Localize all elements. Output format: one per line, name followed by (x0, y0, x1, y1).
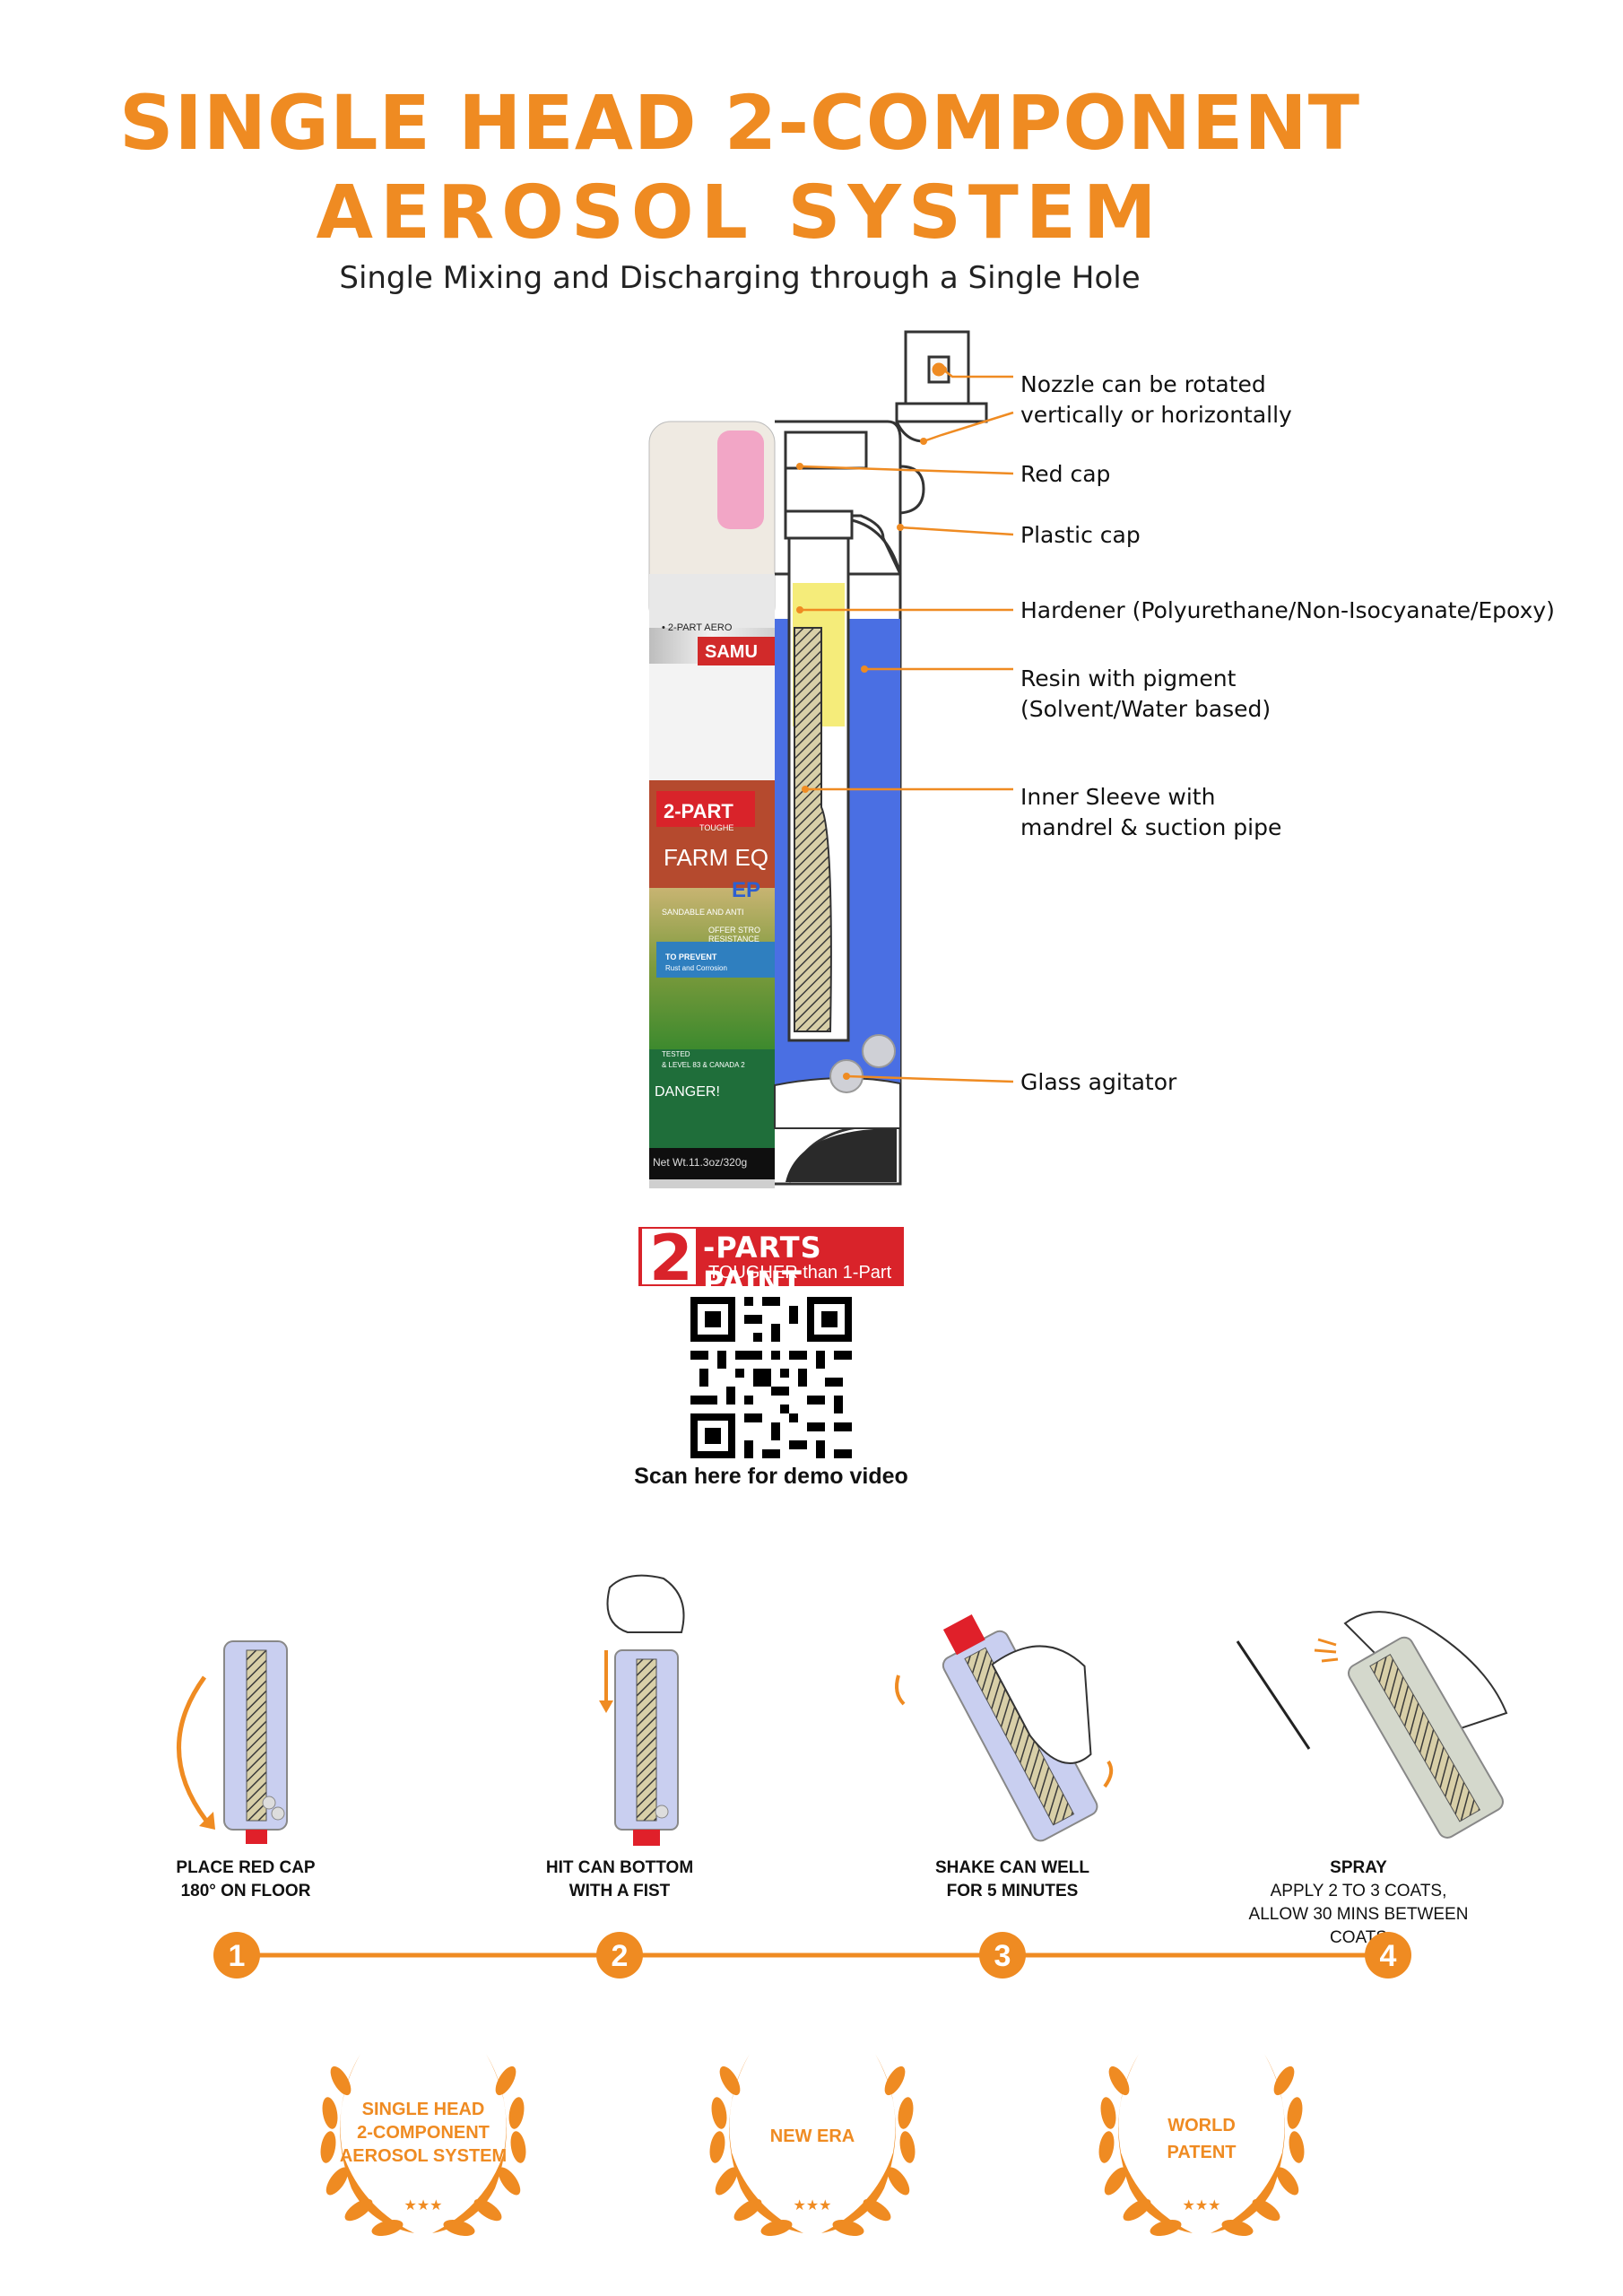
step-text: WITH A FIST (568, 1882, 671, 1900)
svg-text:NEW ERA: NEW ERA (770, 2126, 855, 2146)
svg-text:★★★: ★★★ (1182, 2198, 1220, 2213)
label-line5: Rust and Corrosion (665, 964, 727, 972)
step4-label: SPRAY APPLY 2 TO 3 COATS, ALLOW 30 MINS … (1224, 1857, 1493, 1950)
step-text: APPLY 2 TO 3 COATS, (1270, 1882, 1447, 1900)
step3-illustration (942, 1614, 1098, 1842)
badge-subtitle: TOUGHER than 1-Part (708, 1263, 892, 1283)
step-text: PLACE RED CAP (176, 1858, 316, 1877)
step-text: SHAKE CAN WELL (934, 1858, 1090, 1877)
callout-hardener: Hardener (Polyurethane/Non-Isocyanate/Ep… (1020, 597, 1555, 623)
page-title-line2: AEROSOL SYSTEM (316, 170, 1164, 256)
steps-illustrations (177, 1574, 1508, 1846)
step1-number: 1 (213, 1932, 260, 1979)
step-text: SPRAY (1330, 1858, 1387, 1877)
svg-text:PATENT: PATENT (1167, 2143, 1236, 2162)
label-net: Net Wt.11.3oz/320g (653, 1156, 747, 1169)
label-line3: RESISTANCE (708, 935, 759, 944)
scan-demo-text: Scan here for demo video (634, 1464, 908, 1489)
step-text: 180° ON FLOOR (180, 1882, 311, 1900)
svg-text:2-COMPONENT: 2-COMPONENT (357, 2123, 490, 2143)
step1-illustration (177, 1640, 288, 1844)
qr-code[interactable] (690, 1297, 852, 1458)
award-laurel-2: NEW ERA ★★★ (707, 2054, 918, 2239)
label-small1: TESTED (662, 1050, 690, 1058)
callout-red-cap: Red cap (1020, 461, 1111, 487)
label-badge: 2-PART (664, 800, 733, 822)
svg-text:★★★: ★★★ (404, 2198, 442, 2213)
svg-text:3: 3 (994, 1939, 1011, 1973)
step3-label: SHAKE CAN WELL FOR 5 MINUTES (878, 1857, 1147, 1903)
callout-text: Nozzle can be rotated (1020, 371, 1266, 397)
callout-inner-sleeve: Inner Sleeve with mandrel & suction pipe (1020, 782, 1281, 843)
callout-glass-agitator: Glass agitator (1020, 1069, 1177, 1095)
mandrel (794, 627, 832, 1032)
label-danger: DANGER! (655, 1084, 720, 1100)
step-text: FOR 5 MINUTES (946, 1882, 1079, 1900)
badge-number: 2 (649, 1222, 693, 1295)
step3-number: 3 (979, 1932, 1026, 1979)
label-line4: TO PREVENT (665, 952, 717, 961)
page-subtitle: Single Mixing and Discharging through a … (339, 260, 1141, 296)
agitator-ball (862, 1034, 896, 1068)
awards-row: SINGLE HEAD 2-COMPONENT AEROSOL SYSTEM ★… (317, 2054, 1307, 2239)
step1-label: PLACE RED CAP 180° ON FLOOR (111, 1857, 380, 1903)
svg-text:4: 4 (1380, 1939, 1397, 1973)
label-small2: & LEVEL 83 & CANADA 2 (662, 1061, 745, 1069)
svg-text:WORLD: WORLD (1167, 2116, 1236, 2135)
svg-text:★★★: ★★★ (793, 2198, 831, 2213)
callout-plastic-cap: Plastic cap (1020, 522, 1141, 548)
step2-illustration (599, 1574, 685, 1846)
label-product2: EP (732, 878, 760, 902)
award-laurel-1: SINGLE HEAD 2-COMPONENT AEROSOL SYSTEM ★… (317, 2054, 529, 2239)
svg-text:SINGLE HEAD: SINGLE HEAD (362, 2100, 485, 2119)
steps-timeline: 1 2 3 4 (213, 1932, 1411, 1979)
step4-illustration (1236, 1611, 1508, 1839)
svg-text:1: 1 (229, 1939, 246, 1973)
step-text: HIT CAN BOTTOM (545, 1858, 694, 1877)
callout-text: (Solvent/Water based) (1020, 696, 1271, 722)
step4-number: 4 (1365, 1932, 1411, 1979)
step2-number: 2 (596, 1932, 643, 1979)
label-badge-sub: TOUGHE (699, 823, 733, 832)
callout-text: mandrel & suction pipe (1020, 814, 1282, 840)
label-line2: OFFER STRO (708, 926, 760, 935)
can-photo-half (648, 421, 776, 1188)
step2-label: HIT CAN BOTTOM WITH A FIST (485, 1857, 754, 1903)
svg-text:2: 2 (612, 1939, 629, 1973)
label-top-text: • 2-PART AERO (662, 622, 733, 633)
page-title-line1: SINGLE HEAD 2-COMPONENT (118, 79, 1361, 167)
callout-text: vertically or horizontally (1020, 402, 1292, 428)
can-bottom-dome (785, 1128, 897, 1182)
badge-title: -PARTS PAINT (703, 1231, 822, 1299)
label-brand: SAMU (705, 642, 758, 662)
label-line1: SANDABLE AND ANTI (662, 908, 744, 917)
callout-text: Inner Sleeve with (1020, 784, 1216, 810)
callout-resin: Resin with pigment (Solvent/Water based) (1020, 664, 1271, 725)
svg-text:AEROSOL SYSTEM: AEROSOL SYSTEM (340, 2146, 507, 2166)
callout-text: Resin with pigment (1020, 665, 1237, 691)
callout-nozzle: Nozzle can be rotated vertically or hori… (1020, 370, 1292, 430)
callout-leaders (799, 369, 1014, 1083)
nozzle (895, 330, 988, 443)
label-product: FARM EQ (664, 844, 768, 871)
two-parts-paint-badge: 2 -PARTS PAINT TOUGHER than 1-Part (638, 1222, 904, 1299)
award-laurel-3: WORLD PATENT ★★★ (1096, 2054, 1307, 2239)
